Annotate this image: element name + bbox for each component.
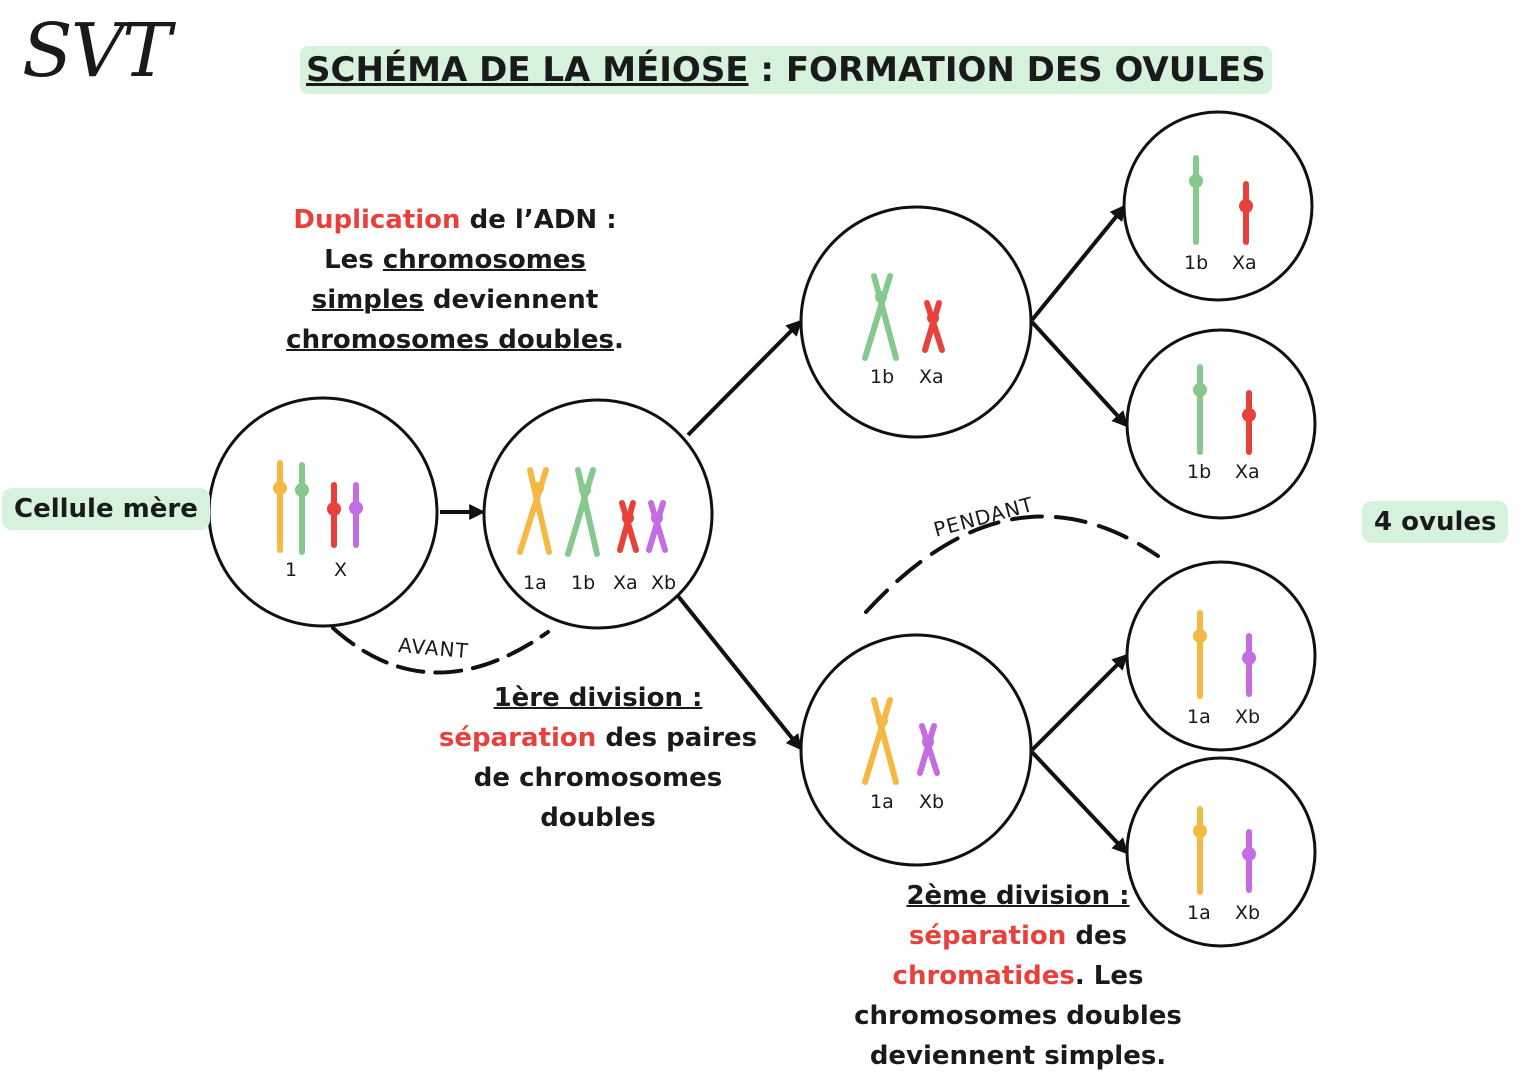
chromatid-xb [1242, 633, 1256, 697]
ovules-label: 4 ovules [1362, 501, 1509, 543]
label-1b: 1b [1187, 461, 1211, 483]
double-chromosome-1b [565, 467, 600, 557]
double-chromosome-1a [517, 467, 552, 555]
duplication-underline-3: chromosomes doubles [286, 325, 614, 355]
duplication-underline-1: chromosomes [382, 245, 586, 275]
division-1-heading: 1ère division : [493, 683, 703, 713]
during-dashed-arc [864, 514, 1160, 614]
page-title: SCHÉMA DE LA MÉIOSE : FORMATION DES OVUL… [300, 46, 1272, 94]
ovule-1: 1b Xa [1122, 110, 1314, 302]
label-xa: Xa [1235, 461, 1260, 483]
title-part-1: SCHÉMA DE LA MÉIOSE [306, 50, 749, 90]
arrow-to-top-mid [686, 319, 803, 437]
division-2-text-2: . Les [1074, 961, 1144, 991]
ovule-2: 1b Xa [1125, 328, 1317, 520]
division-2-chromatides: chromatides [892, 961, 1075, 991]
arrow-to-ovule1 [1030, 204, 1127, 322]
division-1-text-2: de chromosomes [473, 763, 723, 793]
during-label: PENDANT [931, 492, 1036, 542]
duplicated-cell: 1a 1b Xa Xb [482, 398, 714, 630]
title-part-2: FORMATION DES OVULES [785, 50, 1266, 90]
chromatid-1a [1193, 806, 1207, 895]
mother-cell-label: Cellule mère [2, 488, 210, 530]
label-x: X [334, 559, 347, 581]
double-chromosome-xa [617, 500, 639, 553]
label-xb: Xb [651, 572, 676, 594]
arrow-to-ovule4 [1030, 750, 1129, 855]
label-xb: Xb [1235, 706, 1260, 728]
label-1a: 1a [870, 791, 894, 813]
label-xa: Xa [919, 366, 944, 388]
chromatid-xb [1242, 829, 1256, 893]
double-chromosome-xa [922, 300, 945, 353]
division-1-note: 1ère division : séparation des paires de… [430, 678, 766, 838]
duplication-word: Duplication [293, 205, 461, 235]
division-2-text-3: chromosomes doubles [854, 1001, 1182, 1031]
label-xb: Xb [919, 791, 944, 813]
division-1-text-1: des paires [596, 723, 758, 753]
chromosome-1b [295, 462, 309, 555]
before-dashed-arc [331, 626, 550, 675]
division-2-heading: 2ème division : [906, 881, 1130, 911]
chromatid-1a [1193, 610, 1207, 699]
duplication-text-1: de l’ADN : [460, 205, 617, 235]
division-2-text-4: deviennent simples. [869, 1041, 1167, 1071]
before-label: AVANT [397, 633, 469, 663]
chromosome-xb [349, 482, 363, 548]
ovule-4: 1a Xb [1125, 756, 1317, 948]
label-xb: Xb [1235, 902, 1260, 924]
division-2-note: 2ème division : séparation des chromatid… [848, 876, 1188, 1076]
double-chromosome-xb [646, 500, 668, 553]
mother-cell: 1 X [207, 396, 439, 628]
division-1-separation: séparation [438, 723, 597, 753]
division-2-separation: séparation [908, 921, 1067, 951]
duplication-underline-2: simples [311, 285, 424, 315]
label-xa: Xa [613, 572, 638, 594]
label-1b: 1b [571, 572, 595, 594]
svt-logo: SVT [22, 8, 171, 94]
label-xa: Xa [1232, 252, 1257, 274]
chromatid-1b [1189, 155, 1203, 245]
duplication-text-3: deviennent [423, 285, 599, 315]
chromosome-1a [273, 460, 287, 553]
label-1a: 1a [1187, 902, 1211, 924]
chromosome-xa [327, 482, 341, 548]
title-separator: : [748, 50, 786, 90]
label-1a: 1a [523, 572, 547, 594]
double-chromosome-1b [862, 273, 899, 361]
label-1: 1 [285, 559, 297, 581]
division-2-text-1: des [1066, 921, 1128, 951]
top-mid-cell: 1b Xa [799, 205, 1033, 439]
arrow-to-bottom-mid [676, 594, 803, 751]
bottom-mid-cell: 1a Xb [799, 633, 1033, 867]
duplication-note: Duplication de l’ADN : Les chromosomes s… [270, 200, 640, 360]
duplication-text-4: . [613, 325, 624, 355]
ovule-3: 1a Xb [1125, 560, 1317, 752]
duplication-text-2: Les [324, 245, 383, 275]
arrow-to-ovule2 [1030, 320, 1129, 428]
label-1a: 1a [1187, 706, 1211, 728]
division-1-text-3: doubles [540, 803, 656, 833]
double-chromosome-1a [862, 697, 899, 785]
label-1b: 1b [870, 366, 894, 388]
chromatid-1b [1193, 364, 1207, 455]
label-1b: 1b [1184, 252, 1208, 274]
arrow-to-ovule3 [1030, 653, 1129, 752]
chromatid-xa [1239, 181, 1253, 245]
chromatid-xa [1242, 390, 1256, 455]
double-chromosome-xb [917, 723, 940, 776]
